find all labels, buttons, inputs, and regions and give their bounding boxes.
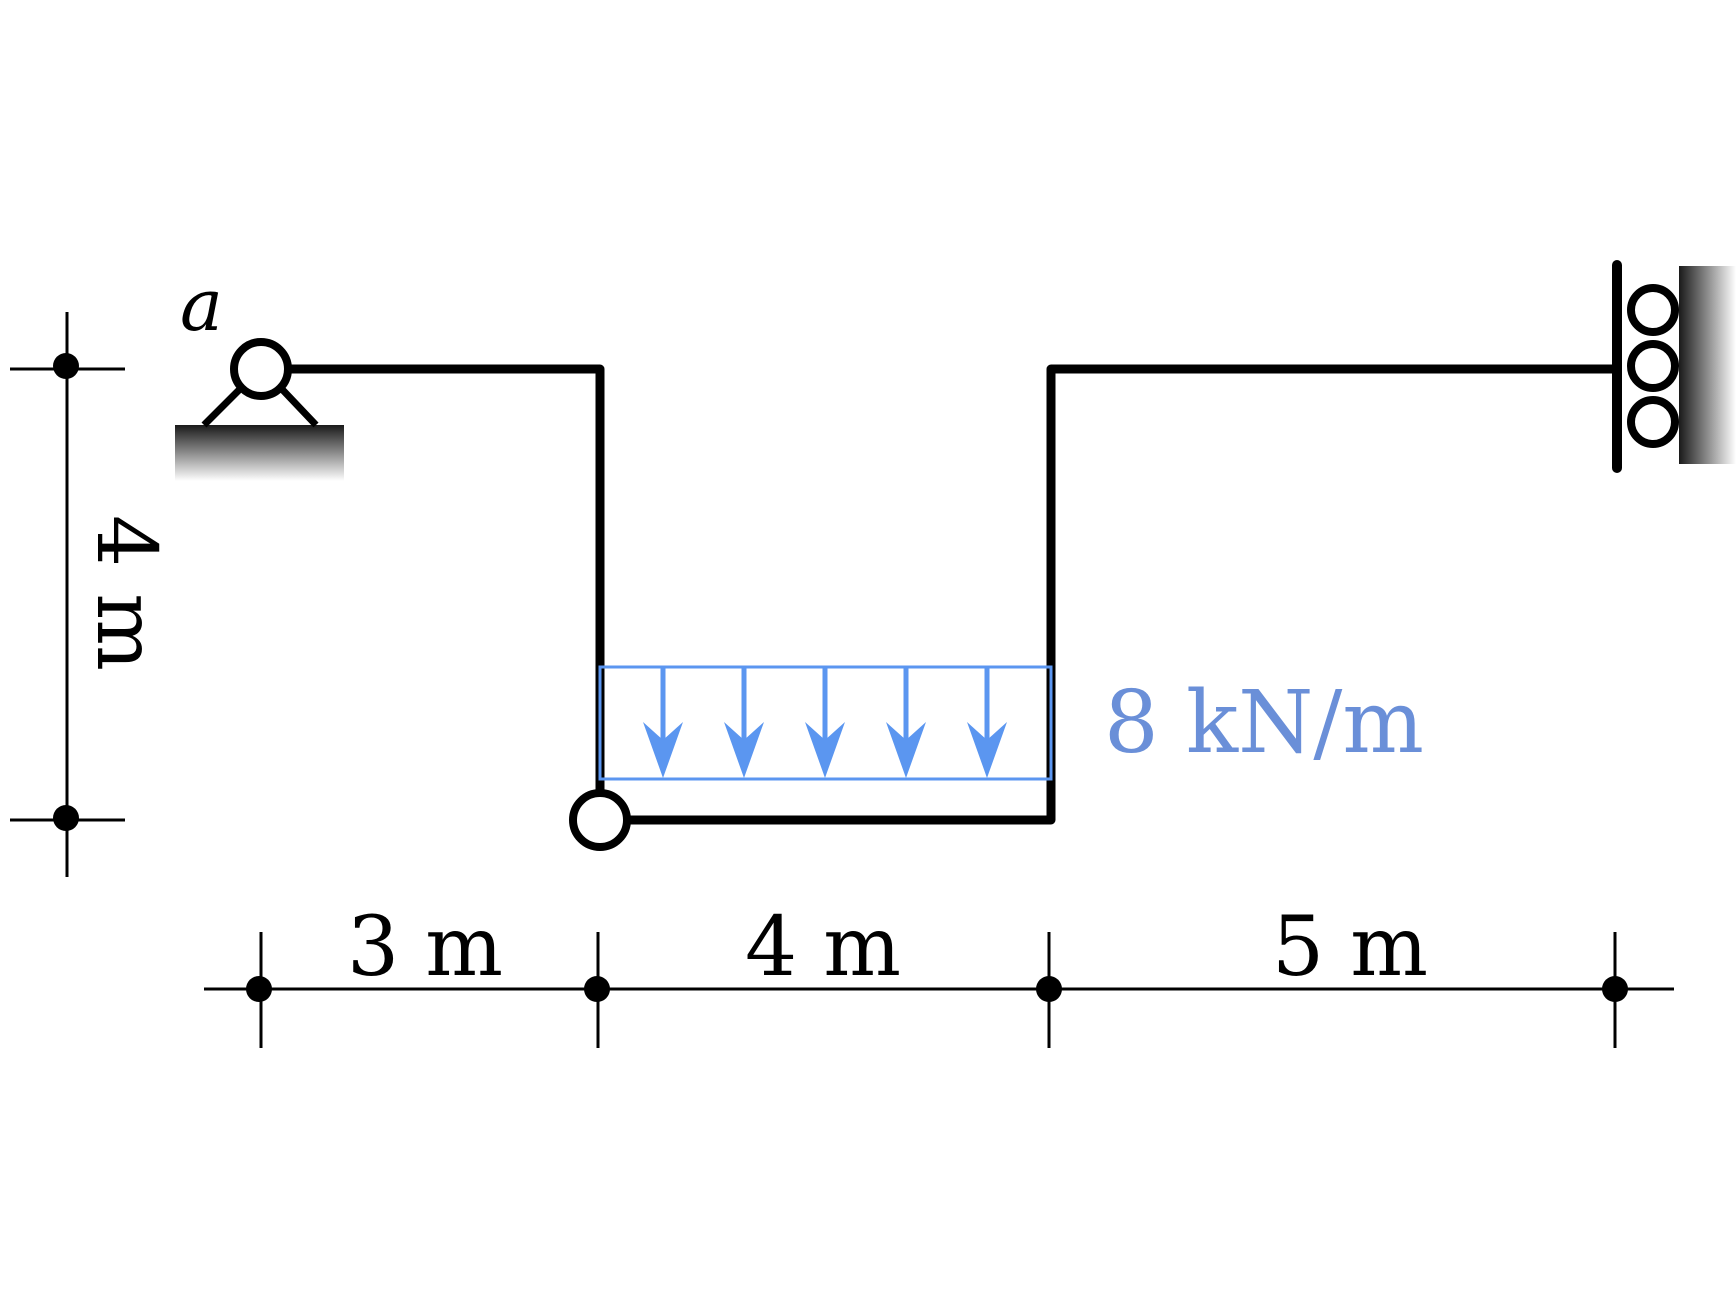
dim-dot [1036,976,1062,1002]
distributed-load [598,665,1053,781]
vertical-dimension-dots [53,353,79,831]
dim-label-3m: 3 m [347,900,503,995]
node-a-label: a [180,263,223,347]
bottom-beam-and-right-column [620,364,1619,825]
dim-dot [53,805,79,831]
load-label: 8 kN/m [1104,673,1424,773]
load-arrow [886,667,926,778]
load-arrow [643,667,683,778]
horizontal-dimension-dots [246,976,1628,1002]
roller-circle-2 [1627,340,1679,392]
pin-support-ground [175,425,344,481]
load-arrow [724,667,764,778]
dim-label-5m: 5 m [1272,900,1428,995]
dim-dot [246,976,272,1002]
roller-circle-3 [1627,396,1679,448]
dim-dot [584,976,610,1002]
dim-label-4m-vertical: 4 m [78,515,173,671]
roller-support-icon [1612,260,1736,473]
roller-support-ground [1679,266,1736,464]
dim-label-4m-horizontal: 4 m [745,900,901,995]
hinge-icon [569,789,631,851]
pin-support-icon [175,338,344,481]
pin-a-circle [230,338,292,400]
dim-dot [1602,976,1628,1002]
load-arrow [805,667,845,778]
roller-circle-1 [1627,284,1679,336]
dim-dot [53,353,79,379]
load-arrow [967,667,1007,778]
